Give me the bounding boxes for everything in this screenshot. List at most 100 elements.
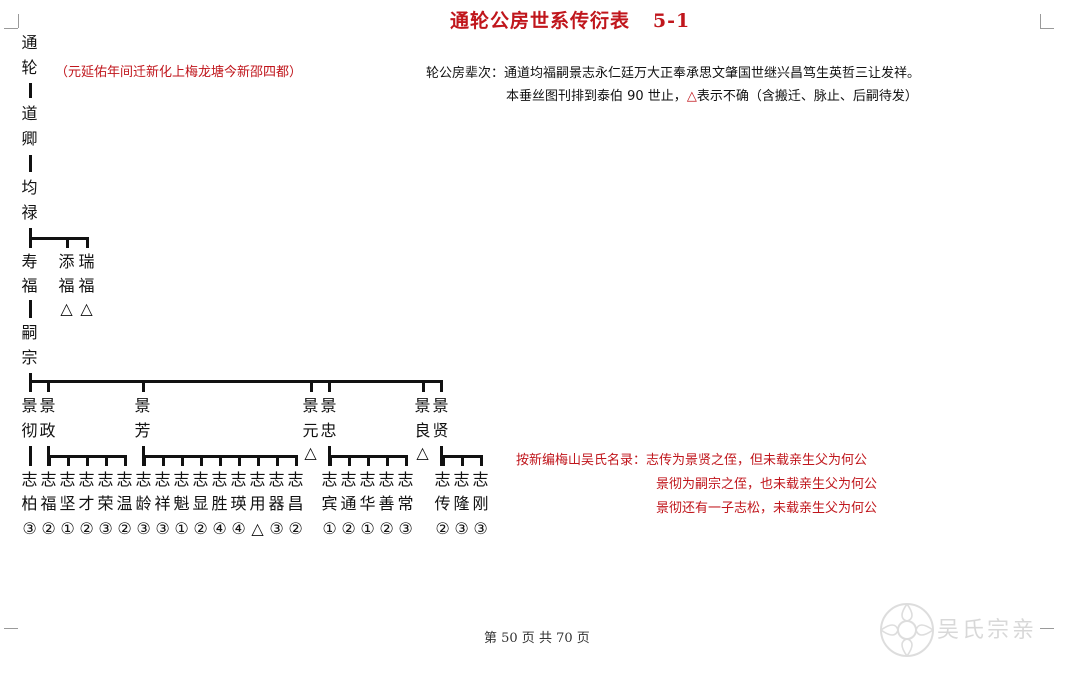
uncertain-triangle-icon: △ — [686, 89, 697, 104]
branch-drop — [162, 455, 165, 466]
gen7-name-char: 隆 — [453, 494, 470, 513]
gen5-name-char: 嗣 — [21, 323, 38, 342]
branch-drop — [238, 455, 241, 466]
descendant-count: ③ — [454, 519, 469, 538]
descendant-count: ③ — [136, 519, 151, 538]
crop-mark-bottom-left — [4, 628, 18, 629]
gen7-name-char: 祥 — [154, 494, 171, 513]
branch-drop — [405, 455, 408, 466]
gen7-name-char: 志 — [378, 470, 395, 489]
gen6-name-char: 景 — [21, 396, 38, 415]
descendant-count: ③ — [155, 519, 170, 538]
gen7-name-char: 魁 — [173, 494, 190, 513]
gen4-name-char: 瑞 — [78, 252, 95, 271]
gen7-name-char: 宾 — [321, 494, 338, 513]
descendant-count: ② — [117, 519, 132, 538]
generation-sequence: 轮公房辈次：通道均福嗣景志永仁廷万大正奉承思文肇国世继兴昌笃生英哲三让发祥。 — [426, 62, 920, 81]
branch-drop — [329, 455, 332, 466]
gen6-name-char: 彻 — [21, 421, 38, 440]
gen7-name-char: 志 — [268, 470, 285, 489]
gen3-name-char: 禄 — [21, 203, 38, 222]
gen7-name-char: 常 — [397, 494, 414, 513]
gen7-name-char: 志 — [321, 470, 338, 489]
research-note-3: 景彻还有一子志松，未载亲生父为何公 — [656, 501, 878, 516]
migration-note: （元延佑年间迁新化上梅龙塘今新邵四都） — [55, 65, 303, 80]
gen7-name-char: 志 — [453, 470, 470, 489]
branch-drop — [86, 237, 89, 248]
sibling-bar — [29, 237, 89, 240]
gen7-name-char: 传 — [434, 494, 451, 513]
uncertain-triangle-icon: △ — [304, 443, 317, 462]
branch-drop — [200, 455, 203, 466]
page-footer: 第 50 页 共 70 页 — [484, 631, 590, 646]
gen7-name-char: 志 — [397, 470, 414, 489]
branch-drop — [257, 455, 260, 466]
watermark-text: 吴氏宗亲 — [937, 618, 1038, 643]
branch-drop — [66, 237, 69, 248]
descendant-count: ③ — [269, 519, 284, 538]
gen6-name-char: 良 — [414, 421, 431, 440]
gen3-name-char: 均 — [21, 178, 38, 197]
descendant-count: ② — [288, 519, 303, 538]
sibling-bar — [29, 380, 443, 383]
gen7-name-char: 柏 — [21, 494, 38, 513]
gen7-name-char: 志 — [135, 470, 152, 489]
branch-drop — [328, 380, 331, 392]
gen6-name-char: 景 — [414, 396, 431, 415]
descendant-count: ② — [341, 519, 356, 538]
branch-drop — [276, 455, 279, 466]
gen6-name-char: 景 — [320, 396, 337, 415]
gen7-name-char: 志 — [359, 470, 376, 489]
gen7-name-char: 用 — [249, 494, 266, 513]
gen6-name-char: 景 — [432, 396, 449, 415]
branch-drop — [367, 455, 370, 466]
crop-mark-top-left — [4, 28, 18, 29]
gen7-name-char: 显 — [192, 494, 209, 513]
uncertain-triangle-icon: △ — [60, 299, 73, 318]
gen7-name-char: 昌 — [287, 494, 304, 513]
gen1-name-char: 通 — [21, 33, 38, 52]
gen6-name-char: 景 — [302, 396, 319, 415]
descendant-count: △ — [251, 519, 264, 538]
gen7-name-char: 通 — [340, 494, 357, 513]
branch-drop — [310, 380, 313, 392]
lineage-connector — [29, 446, 32, 466]
branch-drop — [295, 455, 298, 466]
descendant-count: ② — [193, 519, 208, 538]
gen7-name-char: 荣 — [97, 494, 114, 513]
crop-mark-bottom-right — [1040, 628, 1054, 629]
branch-drop — [386, 455, 389, 466]
gen6-name-char: 芳 — [134, 421, 151, 440]
gen6-name-char: 景 — [134, 396, 151, 415]
generation-sequence-text: 轮公房辈次：通道均福嗣景志永仁廷万大正奉承思文肇国世继兴昌笃生英哲三让发祥。 — [426, 66, 921, 81]
document-title: 通轮公房世系传衍表 5-1 — [450, 6, 710, 33]
branch-drop — [440, 380, 443, 392]
gen7-name-char: 善 — [378, 494, 395, 513]
gen6-name-char: 元 — [302, 421, 319, 440]
branch-drop — [442, 455, 445, 466]
branch-drop — [86, 455, 89, 466]
watermark-flower-icon — [880, 603, 934, 657]
gen7-name-char: 才 — [78, 494, 95, 513]
gen7-name-char: 志 — [116, 470, 133, 489]
gen7-name-char: 志 — [78, 470, 95, 489]
branch-drop — [461, 455, 464, 466]
gen6-name-char: 贤 — [432, 421, 449, 440]
gen7-name-char: 志 — [434, 470, 451, 489]
branch-drop — [181, 455, 184, 466]
descendant-count: ③ — [98, 519, 113, 538]
gen6-name-char: 政 — [39, 421, 56, 440]
gen2-name-char: 卿 — [21, 129, 38, 148]
gen7-name-char: 志 — [21, 470, 38, 489]
crop-mark-top-left — [18, 14, 19, 28]
gen7-name-char: 胜 — [211, 494, 228, 513]
crop-mark-top-right — [1040, 14, 1041, 28]
branch-drop — [480, 455, 483, 466]
uncertain-triangle-icon: △ — [416, 443, 429, 462]
gen4-name-char: 添 — [58, 252, 75, 271]
lineage-connector — [29, 300, 32, 318]
branch-drop — [124, 455, 127, 466]
descendant-count: ① — [360, 519, 375, 538]
gen4-name-char: 寿 — [21, 252, 38, 271]
